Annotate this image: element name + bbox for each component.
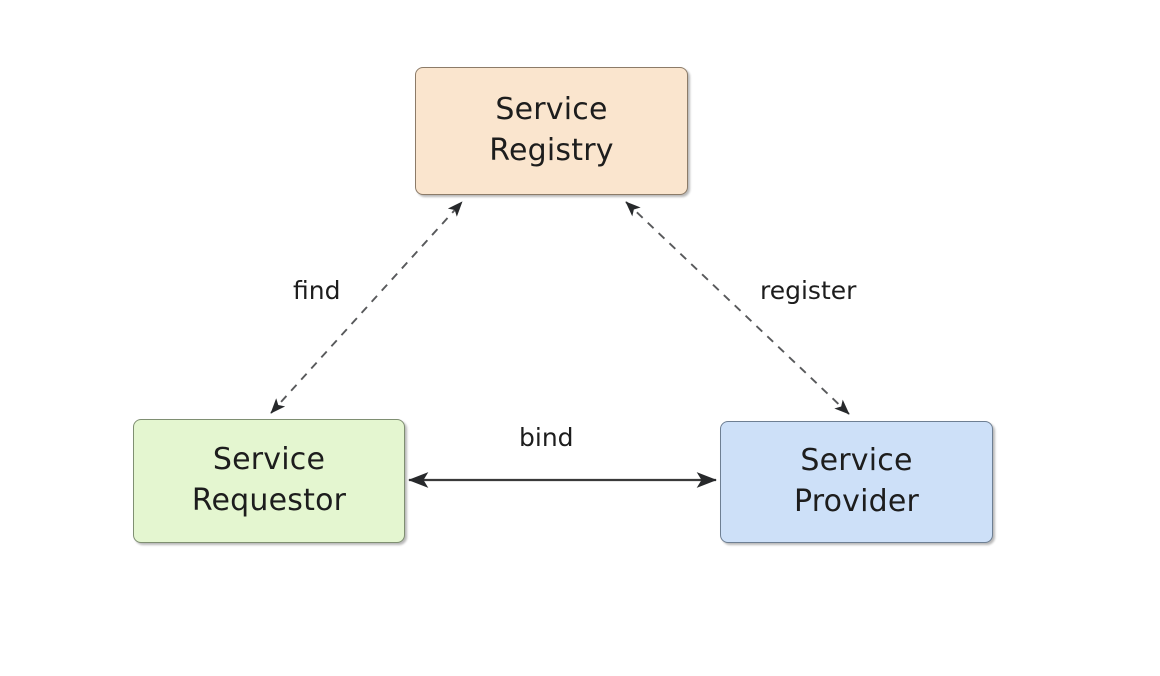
node-registry-label-line2: Registry	[489, 133, 614, 168]
node-requestor-label-line2: Requestor	[191, 483, 347, 518]
node-provider-label-line2: Provider	[793, 484, 920, 519]
edge-register	[625, 201, 850, 415]
node-requestor-label-line1: Service	[212, 442, 326, 478]
edge-label-register: register	[755, 275, 862, 306]
edge-find	[270, 201, 463, 414]
node-registry-label-line1: Service	[495, 92, 608, 128]
node-provider-label-line1: Service	[800, 443, 913, 479]
node-service-requestor[interactable]: Service Requestor	[133, 419, 405, 543]
node-service-provider[interactable]: Service Provider	[720, 421, 993, 543]
edge-label-bind: bind	[514, 422, 579, 453]
node-service-registry[interactable]: Service Registry	[415, 67, 688, 195]
edge-label-find: find	[288, 275, 346, 306]
